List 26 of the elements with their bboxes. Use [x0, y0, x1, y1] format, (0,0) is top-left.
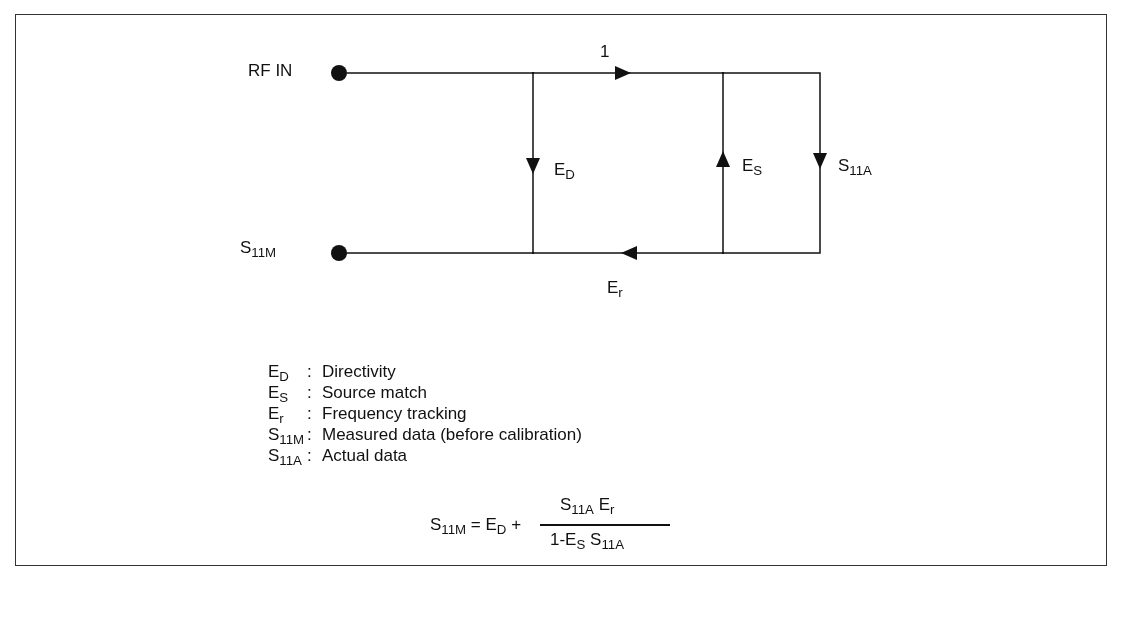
- port-label: S$_{11M}$: [240, 238, 277, 259]
- symbol-term: E$_{S}$: [268, 383, 289, 404]
- symbol-term: S$_{11A}$: [268, 446, 302, 467]
- equation-numerator: S$_{11A}$ E$_{r}$: [560, 495, 615, 516]
- symbol-term: E$_{r}$: [268, 404, 284, 425]
- edge-label: S$_{11A}$: [836, 156, 874, 177]
- term-definition: Actual data: [322, 446, 408, 467]
- separator-colon: :: [307, 362, 312, 383]
- terminal-dot: [331, 65, 347, 81]
- port-label: RF IN: [248, 61, 293, 82]
- equation-denominator: 1-E$_{S}$ S$_{11A}$: [550, 530, 624, 551]
- term-definition: Frequency tracking: [322, 404, 467, 425]
- term-definition: Measured data (before calibration): [322, 425, 582, 446]
- separator-colon: :: [307, 404, 312, 425]
- term-definition: Directivity: [322, 362, 396, 383]
- edge-label: E$_{D}$: [552, 160, 577, 181]
- separator-colon: :: [307, 425, 312, 446]
- symbol-term: E$_{D}$: [268, 362, 289, 383]
- edge-label: E$_{r}$: [605, 278, 625, 299]
- equation-text: S$_{11M}$ = E$_{D}$ +: [430, 515, 522, 536]
- separator-colon: :: [307, 446, 312, 467]
- separator-colon: :: [307, 383, 312, 404]
- terminal-dot: [331, 245, 347, 261]
- term-definition: Source match: [322, 383, 427, 404]
- symbol-term: S$_{11M}$: [268, 425, 305, 446]
- edge-label: E$_{S}$: [740, 156, 765, 177]
